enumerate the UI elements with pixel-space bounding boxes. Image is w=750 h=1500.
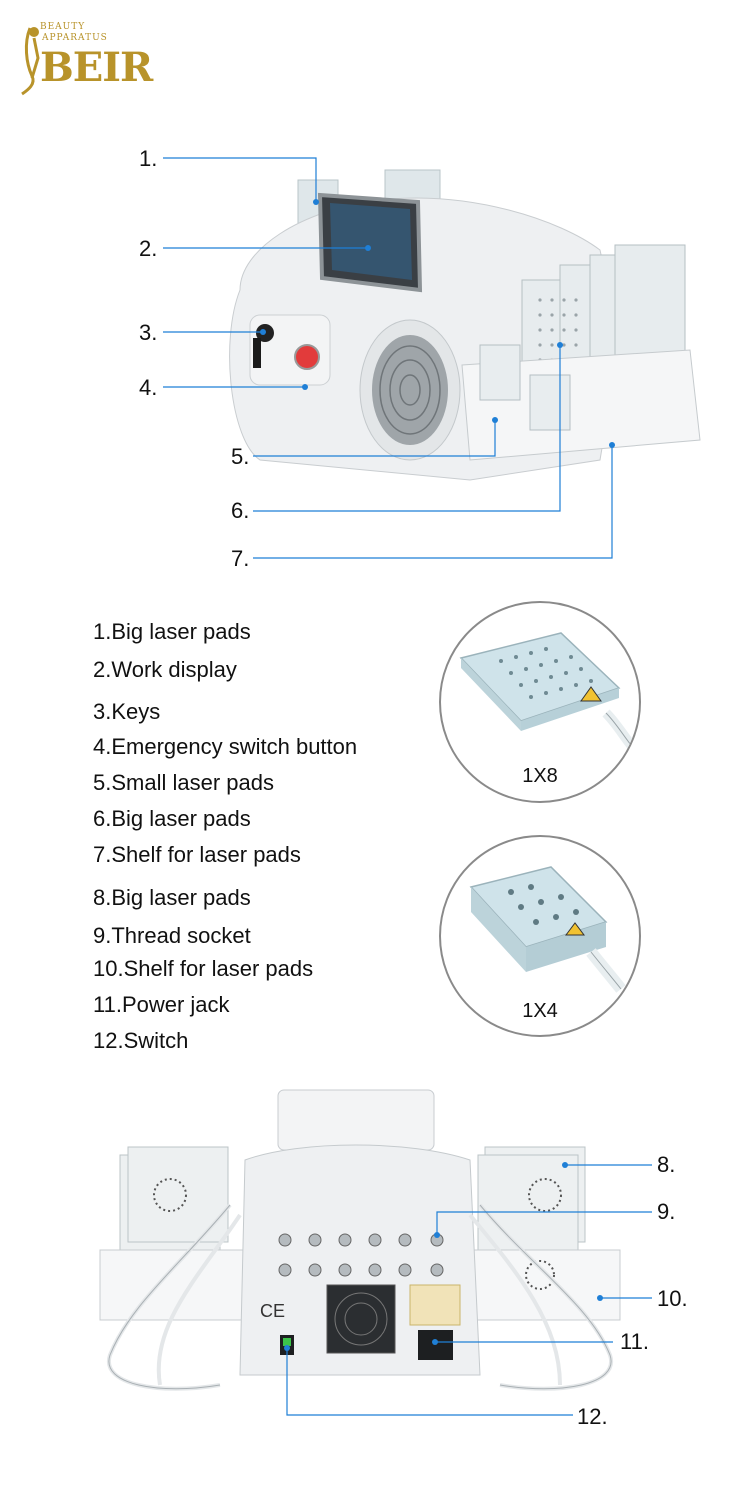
small-pad-detail: 1X4: [439, 835, 641, 1037]
callout-10: 10.: [657, 1286, 688, 1311]
callout-1: 1.: [139, 146, 158, 171]
callout-5: 5.: [231, 444, 250, 469]
svg-text:CE: CE: [260, 1301, 285, 1321]
callout-12: 12.: [577, 1404, 608, 1429]
device-front-image: [0, 140, 750, 580]
logo-brand-mid: APPARATUS: [42, 33, 108, 43]
logo-figure-icon: [21, 27, 40, 96]
logo-brand-top: BEAUTY: [40, 22, 86, 32]
callout-4: 4.: [139, 375, 158, 400]
callout-9: 9.: [657, 1199, 676, 1224]
legend-item-9: 9.Thread socket: [93, 923, 251, 948]
big-laser-pad-icon: [459, 632, 635, 749]
legend-item-12: 12.Switch: [93, 1028, 189, 1053]
legend-item-5: 5.Small laser pads: [93, 770, 274, 795]
big-pad-label: 1X8: [522, 765, 558, 787]
callout-8: 8.: [657, 1152, 676, 1177]
legend-item-10: 10.Shelf for laser pads: [93, 956, 314, 981]
logo-brand-main: BEIR: [40, 44, 153, 91]
brand-logo: BEAUTY APPARATUS BEIR: [18, 18, 153, 98]
legend-item-11: 11.Power jack: [93, 992, 230, 1017]
callout-11: 11.: [620, 1329, 649, 1354]
device-back-image: CE: [0, 1085, 750, 1430]
callout-7: 7.: [231, 546, 250, 571]
legend-item-4: 4.Emergency switch button: [93, 734, 358, 759]
callout-2: 2.: [139, 236, 158, 261]
legend-item-6: 6.Big laser pads: [93, 806, 251, 831]
legend-item-2: 2.Work display: [93, 657, 237, 682]
legend-item-1: 1.Big laser pads: [93, 619, 251, 644]
callout-6: 6.: [231, 498, 250, 523]
legend-item-8: 8.Big laser pads: [93, 885, 251, 910]
small-laser-pad-icon: [469, 866, 626, 993]
small-pad-label: 1X4: [522, 1000, 558, 1022]
big-pad-detail: 1X8: [439, 601, 641, 803]
callout-3: 3.: [139, 320, 158, 345]
legend-item-3: 3.Keys: [93, 699, 161, 724]
legend-item-7: 7.Shelf for laser pads: [93, 842, 301, 867]
